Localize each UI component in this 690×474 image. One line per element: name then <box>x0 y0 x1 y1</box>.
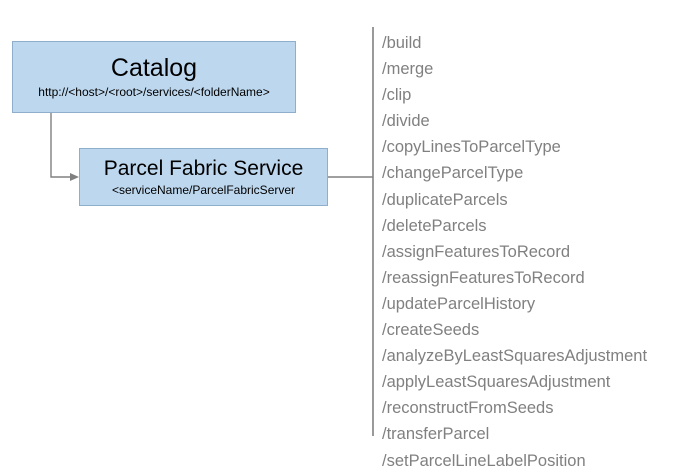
diagram-canvas: Catalog http://<host>/<root>/services/<f… <box>12 27 647 470</box>
operation-item[interactable]: /analyzeByLeastSquaresAdjustment <box>382 347 648 366</box>
operation-item[interactable]: /deleteParcels <box>382 216 487 235</box>
node-catalog-subtitle: http://<host>/<root>/services/<folderNam… <box>38 85 270 100</box>
node-parcel-fabric-service[interactable]: Parcel Fabric Service <serviceName/Parce… <box>79 148 328 206</box>
operation-item[interactable]: /applyLeastSquaresAdjustment <box>382 373 611 392</box>
operation-item[interactable]: /copyLinesToParcelType <box>382 138 561 157</box>
operation-item[interactable]: /createSeeds <box>382 321 480 340</box>
node-parcel-fabric-service-subtitle: <serviceName/ParcelFabricServer <box>111 182 296 197</box>
operation-item[interactable]: /merge <box>382 60 434 79</box>
operation-item[interactable]: /duplicateParcels <box>382 190 508 209</box>
operation-item[interactable]: /divide <box>382 112 430 131</box>
operation-item[interactable]: /reassignFeaturesToRecord <box>382 268 585 287</box>
node-catalog[interactable]: Catalog http://<host>/<root>/services/<f… <box>12 41 296 113</box>
operation-item[interactable]: /reconstructFromSeeds <box>382 399 554 418</box>
operation-item[interactable]: /clip <box>382 86 412 105</box>
operation-item[interactable]: /transferParcel <box>382 425 490 444</box>
node-catalog-title: Catalog <box>110 53 198 82</box>
operations-list: /build /merge /clip /divide /copyLinesTo… <box>382 30 682 474</box>
node-parcel-fabric-service-title: Parcel Fabric Service <box>103 156 304 180</box>
operation-item[interactable]: /changeParcelType <box>382 164 524 183</box>
operation-item[interactable]: /updateParcelHistory <box>382 294 536 313</box>
operation-item[interactable]: /build <box>382 34 422 52</box>
operation-item[interactable]: /assignFeaturesToRecord <box>382 242 571 261</box>
operation-item[interactable]: /setParcelLineLabelPosition <box>382 451 586 470</box>
